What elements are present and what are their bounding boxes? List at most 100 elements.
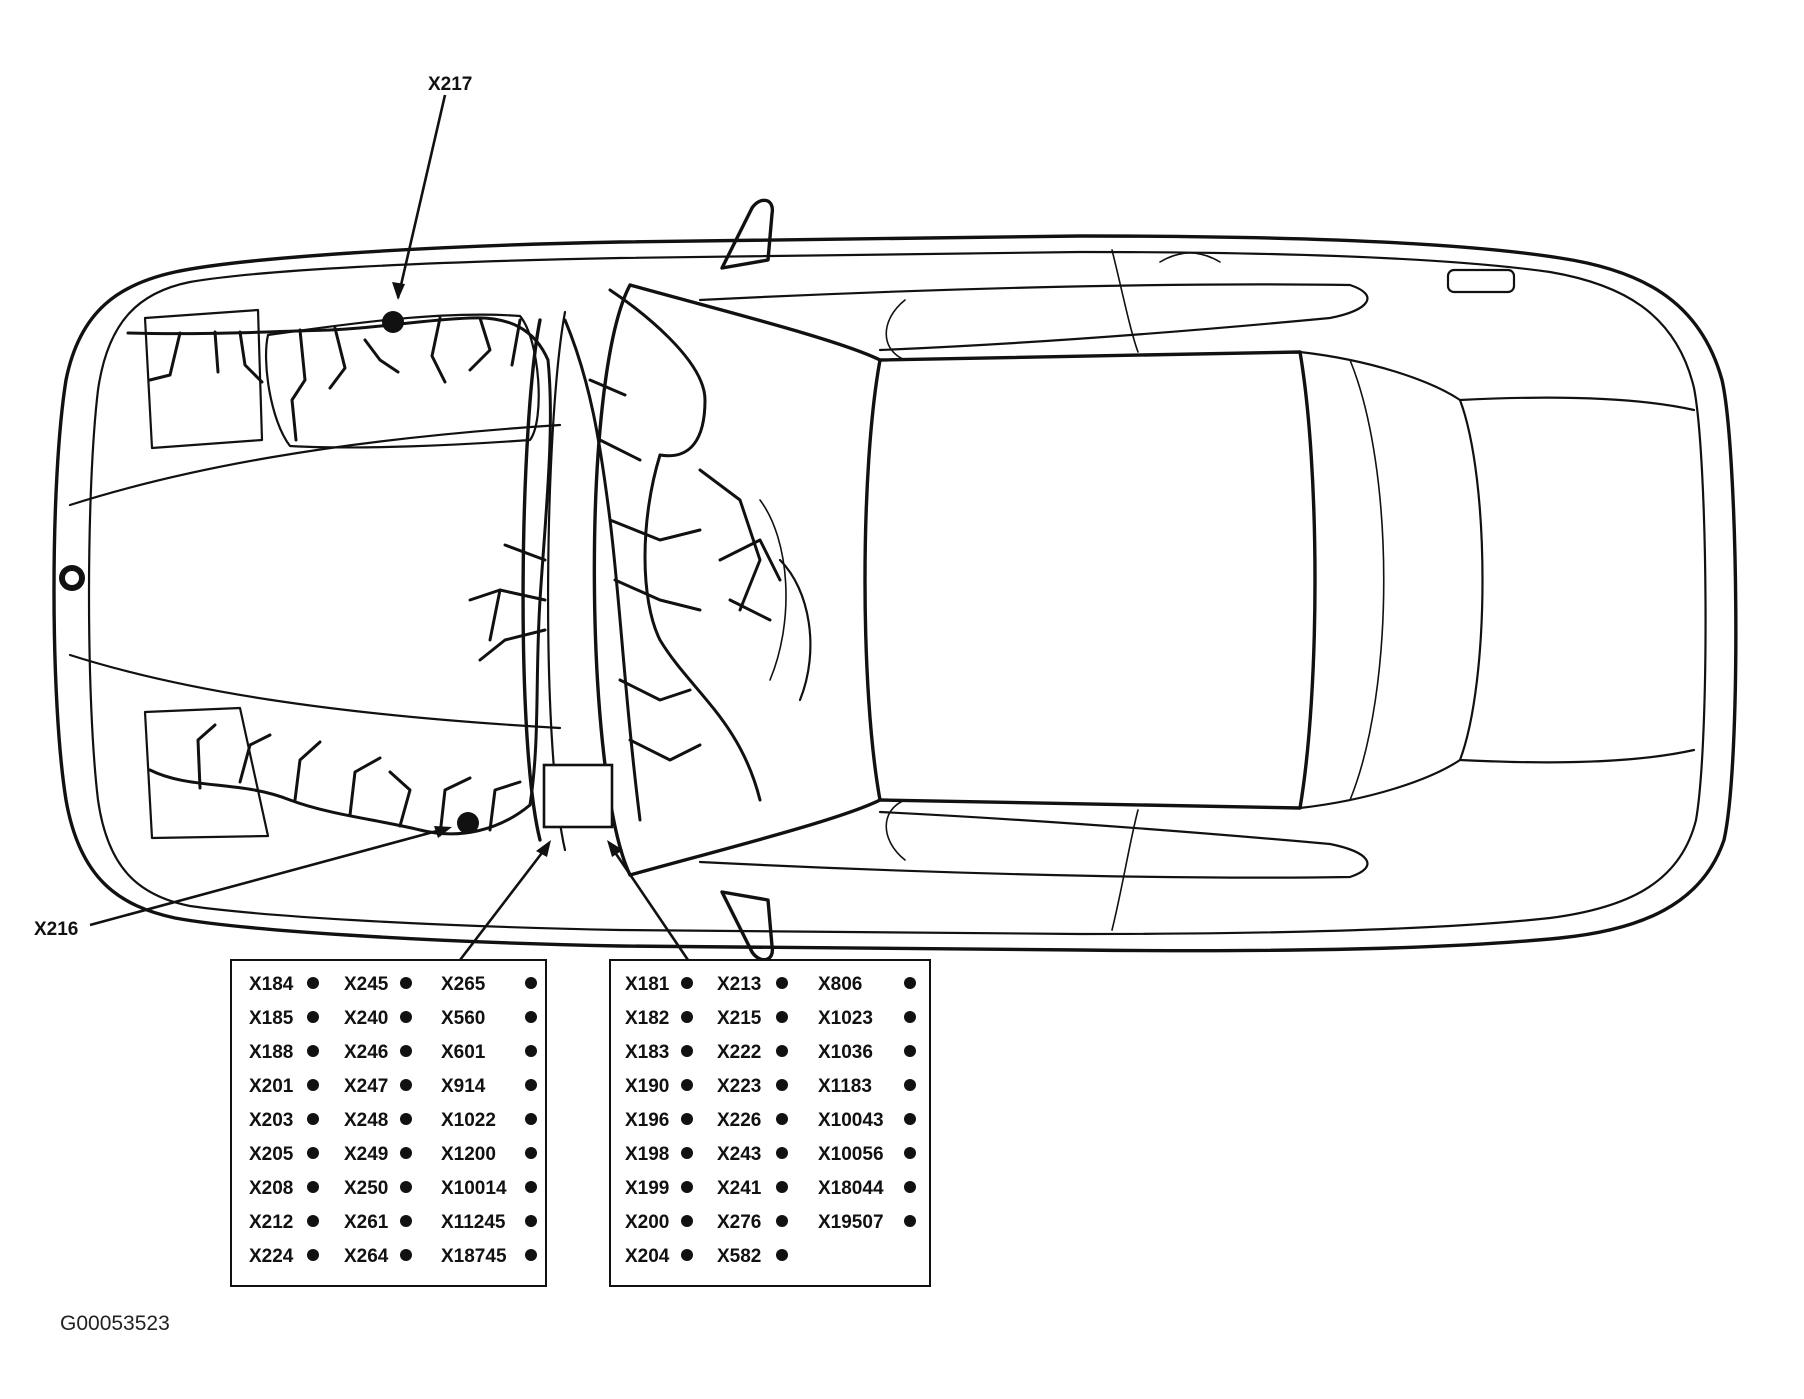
connector-label: X1036 [818,1042,873,1063]
connector-label: X265 [441,974,486,995]
connector-dot [776,1147,788,1159]
connector-label: X201 [249,1076,294,1097]
connector-dot [400,1147,412,1159]
connector-dot [681,977,693,989]
connector-dot [776,1249,788,1261]
connector-label: X223 [717,1076,761,1097]
connector-label: X190 [625,1076,669,1097]
connector-label: X185 [249,1008,294,1029]
x217-label: X217 [428,74,472,95]
connector-label: X212 [249,1212,293,1233]
connector-dot [400,1215,412,1227]
connector-dot [525,1079,537,1091]
connector-label: X245 [344,974,389,995]
connector-dot [307,1011,319,1023]
connector-dot [525,1249,537,1261]
connector-dot [681,1147,693,1159]
connector-dot [904,1011,916,1023]
connector-label: X247 [344,1076,388,1097]
car-outline [52,198,1738,962]
connector-label: X246 [344,1042,388,1063]
connector-dot [904,1215,916,1227]
connector-dot [400,1249,412,1261]
connector-dot [904,1181,916,1193]
connector-label: X241 [717,1178,762,1199]
connector-dot [400,1113,412,1125]
connector-dot [681,1181,693,1193]
connector-label: X222 [717,1042,761,1063]
connector-label: X1200 [441,1144,496,1165]
figure-code: G00053523 [60,1312,170,1335]
connector-label: X204 [625,1246,670,1267]
x217-location-dot [382,311,404,333]
connector-dot [307,977,319,989]
connector-label: X200 [625,1212,669,1233]
connector-label: X10043 [818,1110,884,1131]
connector-dot [307,1215,319,1227]
connector-dot [307,1045,319,1057]
connector-label: X18044 [818,1178,884,1199]
connector-dot [400,1181,412,1193]
connector-label: X601 [441,1042,486,1063]
connector-label: X248 [344,1110,388,1131]
connector-dot [681,1011,693,1023]
connector-dot [307,1249,319,1261]
connector-label: X249 [344,1144,388,1165]
x216-label: X216 [34,919,78,940]
connector-label: X10056 [818,1144,884,1165]
connector-label: X181 [625,974,670,995]
connector-dot [525,977,537,989]
connector-label: X276 [717,1212,761,1233]
connector-label: X226 [717,1110,761,1131]
connector-dot [904,977,916,989]
connector-label: X560 [441,1008,485,1029]
connector-label: X1183 [818,1076,872,1097]
connector-label: X1022 [441,1110,496,1131]
connector-dot [681,1079,693,1091]
connector-dot [776,1181,788,1193]
connector-label: X215 [717,1008,762,1029]
connector-label: X188 [249,1042,293,1063]
connector-label: X11245 [441,1212,506,1233]
connector-dot [681,1113,693,1125]
connector-dot [525,1113,537,1125]
connector-dot [525,1147,537,1159]
connector-dot [776,1079,788,1091]
connector-dot [400,1011,412,1023]
connector-label: X182 [625,1008,669,1029]
connector-label: X1023 [818,1008,873,1029]
connector-dot [776,1113,788,1125]
connector-dot [525,1215,537,1227]
connector-label: X198 [625,1144,669,1165]
connector-label: X261 [344,1212,389,1233]
connector-label: X183 [625,1042,669,1063]
x216-location-dot [457,812,479,834]
connector-dot [525,1045,537,1057]
connector-label: X224 [249,1246,294,1267]
connector-label: X806 [818,974,862,995]
connector-dot [307,1079,319,1091]
connector-label: X18745 [441,1246,507,1267]
connector-dot [307,1147,319,1159]
connector-box-left: X184X185X188X201X203X205X208X212X224X245… [230,959,547,1287]
connector-label: X213 [717,974,761,995]
callout-arrows [89,94,690,961]
dashboard-harness [563,288,812,822]
connector-box-right: X181X182X183X190X196X198X199X200X204X213… [609,959,931,1287]
connector-label: X199 [625,1178,669,1199]
connector-label: X914 [441,1076,486,1097]
connector-label: X250 [344,1178,388,1199]
connector-label: X243 [717,1144,761,1165]
connector-dot [400,1079,412,1091]
connector-dot [681,1249,693,1261]
connector-dot [776,1045,788,1057]
connector-dot [904,1079,916,1091]
connector-dot [904,1045,916,1057]
connector-dot [307,1113,319,1125]
connector-dot [681,1215,693,1227]
connector-dot [904,1147,916,1159]
connector-label: X264 [344,1246,389,1267]
connector-dot [400,1045,412,1057]
connector-dot [904,1113,916,1125]
